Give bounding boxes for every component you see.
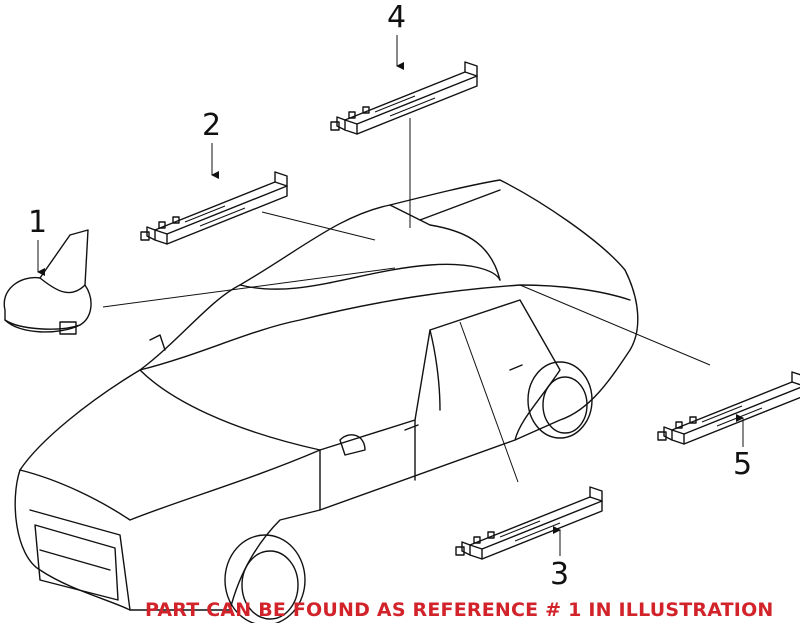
module-4-icon (330, 61, 478, 135)
callout-1: 1 (28, 205, 48, 240)
callout-2: 2 (202, 108, 222, 143)
module-2-icon (140, 171, 288, 245)
callout-5: 5 (733, 447, 753, 482)
callout-3: 3 (550, 557, 570, 592)
callout-arrows (37, 35, 744, 556)
module-3-icon (455, 486, 603, 560)
leader-lines (102, 118, 711, 483)
module-5-icon (657, 371, 800, 445)
shark-fin-antenna-icon (3, 229, 92, 335)
callout-4: 4 (387, 0, 407, 35)
reference-note: PART CAN BE FOUND AS REFERENCE # 1 IN IL… (145, 599, 774, 621)
car-outline (14, 179, 639, 623)
